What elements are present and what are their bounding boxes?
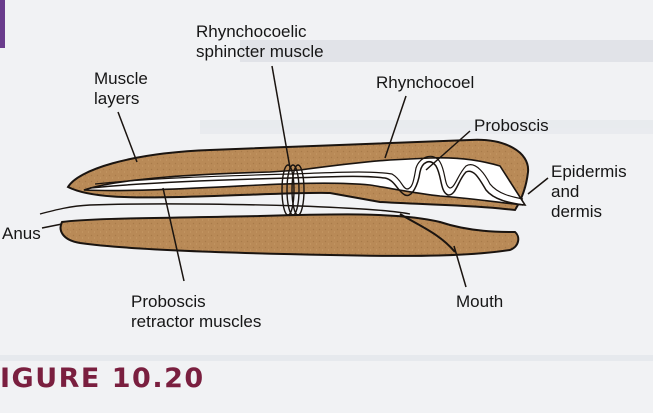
label-mouth: Mouth xyxy=(456,292,504,311)
mouth-opening xyxy=(399,213,456,253)
rhynchocoel-cavity xyxy=(83,157,527,206)
label-proboscis-retractor: Proboscis retractor muscles xyxy=(131,292,262,331)
leader-rhynchocoel xyxy=(384,95,407,159)
lower-body-muscle-layer xyxy=(59,213,520,257)
accent-bar xyxy=(0,0,5,48)
leader-retractor xyxy=(162,187,185,282)
leader-proboscis xyxy=(425,130,471,171)
label-epidermis-dermis: Epidermis and dermis xyxy=(551,162,627,221)
proboscis-inner xyxy=(94,155,524,200)
figure-number: IGURE 10.20 xyxy=(0,363,205,394)
label-muscle-layers: Muscle layers xyxy=(94,69,148,108)
leader-epidermis xyxy=(527,177,549,195)
label-rhynchocoel: Rhynchocoel xyxy=(376,73,475,92)
leader-muscle-layers xyxy=(117,111,138,163)
leader-lines xyxy=(41,65,549,288)
leader-mouth xyxy=(453,245,467,288)
label-proboscis: Proboscis xyxy=(474,116,549,135)
label-anus: Anus xyxy=(2,224,41,243)
sphincter-rings xyxy=(281,164,305,216)
background-print xyxy=(0,40,653,361)
leader-sphincter xyxy=(271,65,291,169)
leader-anus xyxy=(41,223,63,229)
anal-canal xyxy=(39,203,411,215)
proboscis-body xyxy=(89,161,524,206)
label-rhynchocoelic-sphincter: Rhynchocoelic sphincter muscle xyxy=(196,22,324,61)
